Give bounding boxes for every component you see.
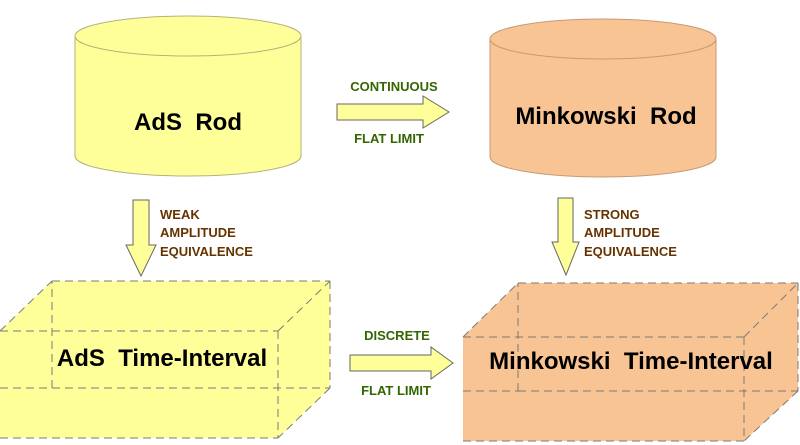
minkowski-rod-top	[489, 18, 717, 60]
strong-equivalence-label: EQUIVALENCE	[584, 244, 677, 259]
minkowski-interval-label: Minkowski Time-Interval	[489, 348, 773, 375]
ads-interval-label: AdS Time-Interval	[57, 345, 267, 372]
continuous-label: CONTINUOUS	[350, 79, 438, 94]
discrete-arrow	[349, 346, 454, 380]
ads-interval-box: AdS Time-Interval	[0, 280, 331, 439]
strong-amplitude-label: AMPLITUDE	[584, 225, 660, 240]
strong-equivalence-arrow	[551, 197, 580, 277]
continuous-flat-limit-edge: CONTINUOUS FLAT LIMIT	[336, 79, 450, 146]
ads-rod-body	[74, 36, 302, 177]
discrete-flat-limit-edge: DISCRETE FLAT LIMIT	[349, 328, 454, 398]
minkowski-rod-body	[489, 39, 717, 178]
strong-label: STRONG	[584, 207, 640, 222]
weak-equivalence-edge: WEAK AMPLITUDE EQUIVALENCE	[125, 199, 253, 278]
ads-interval-fill	[0, 281, 330, 438]
weak-equivalence-arrow	[125, 199, 157, 278]
weak-label: WEAK	[160, 207, 200, 222]
minkowski-rod-label: Minkowski Rod	[515, 103, 696, 130]
ads-rod-cylinder: AdS Rod	[74, 15, 302, 177]
weak-equivalence-label: EQUIVALENCE	[160, 244, 253, 259]
ads-interval-edges	[0, 280, 331, 439]
flat-limit-label-top: FLAT LIMIT	[354, 131, 424, 146]
minkowski-interval-edges	[462, 282, 799, 442]
continuous-arrow	[336, 95, 450, 129]
minkowski-interval-box: Minkowski Time-Interval	[462, 282, 799, 442]
flat-limit-label-bottom: FLAT LIMIT	[361, 383, 431, 398]
minkowski-rod-cylinder: Minkowski Rod	[489, 18, 717, 178]
minkowski-interval-fill	[463, 283, 798, 441]
strong-equivalence-edge: STRONG AMPLITUDE EQUIVALENCE	[551, 197, 677, 277]
weak-amplitude-label: AMPLITUDE	[160, 225, 236, 240]
ads-rod-label: AdS Rod	[134, 109, 242, 136]
discrete-label: DISCRETE	[364, 328, 430, 343]
ads-rod-top	[74, 15, 302, 57]
